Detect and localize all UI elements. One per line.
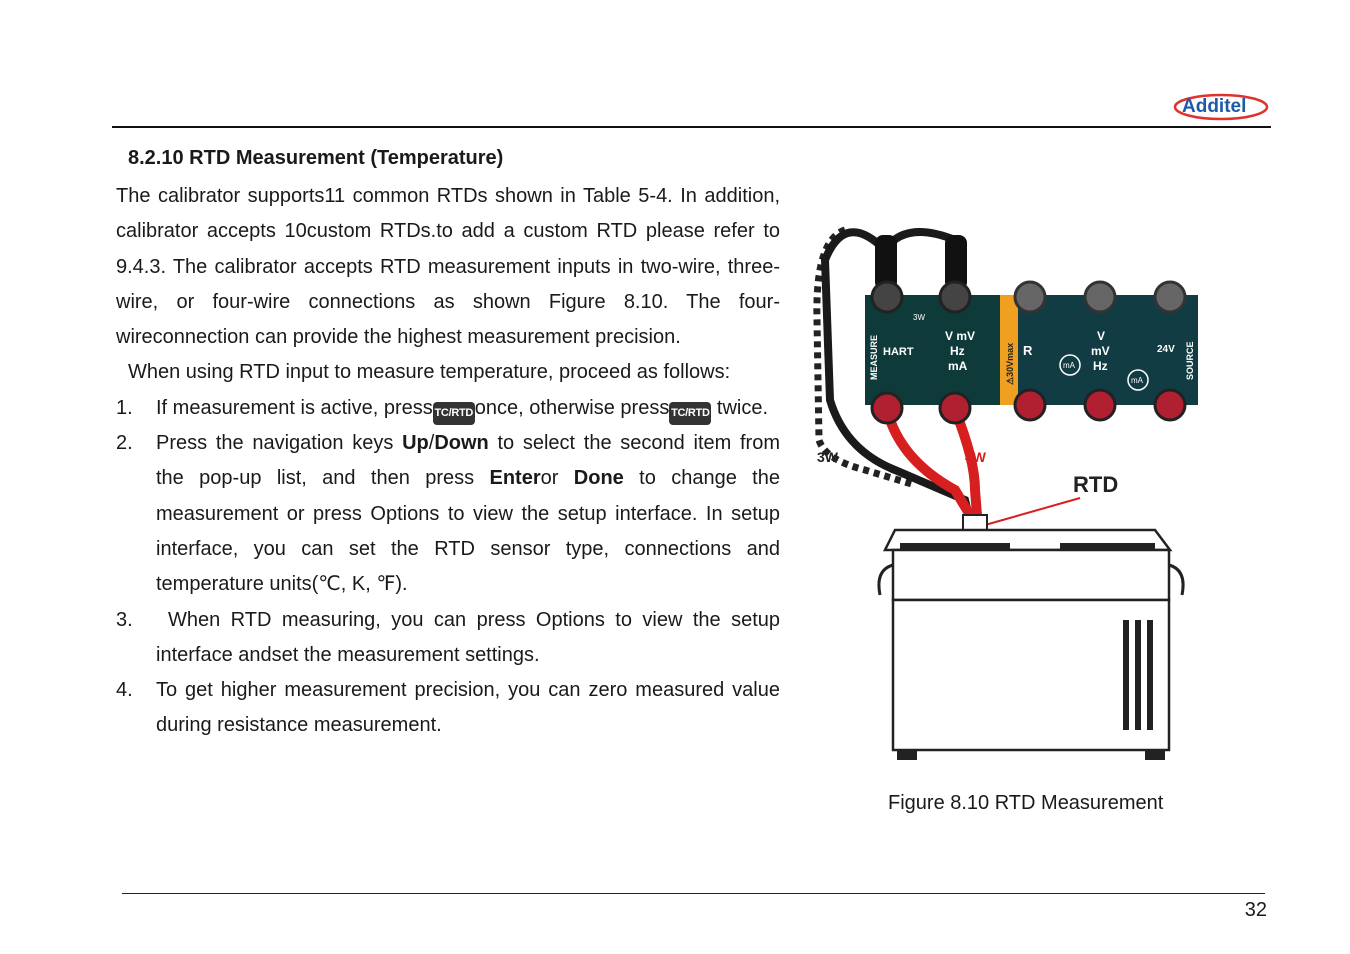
- step-number: 2.: [116, 432, 133, 455]
- warning-strip: [1000, 295, 1018, 405]
- step-fragment: twice.: [716, 396, 769, 419]
- 3w-wire-label: 3W: [817, 449, 839, 465]
- warning-label: ⚠30Vmax: [1005, 343, 1015, 385]
- handle: [877, 563, 894, 596]
- step-number: 3.: [116, 608, 133, 631]
- terminal: [870, 391, 904, 425]
- terminal: [938, 391, 972, 425]
- enter-key-label: Enter: [489, 467, 541, 490]
- calibrator-detail: [1060, 543, 1155, 549]
- step-fragment: to select the second item from the pop-u…: [156, 432, 781, 490]
- measure-label: MEASURE: [869, 335, 879, 380]
- 4w-wire-label: 4W: [965, 449, 987, 465]
- step-text: To get higher measurement precision, you…: [156, 679, 780, 737]
- step-fragment: once, otherwise press: [474, 396, 670, 419]
- hart-label: HART: [883, 346, 914, 358]
- source-label: SOURCE: [1185, 341, 1195, 380]
- plug: [875, 235, 897, 290]
- 24v-label: 24V: [1157, 344, 1175, 355]
- foot: [897, 750, 917, 760]
- step-number: 1.: [116, 396, 133, 419]
- body-text: The calibrator supports11 common RTDs sh…: [116, 179, 780, 744]
- dashed-cable: [813, 226, 917, 489]
- rtd-label: RTD: [1073, 472, 1118, 497]
- ma-label: mA: [948, 359, 968, 373]
- foot: [1145, 750, 1165, 760]
- terminal: [1013, 280, 1047, 314]
- page-number: 32: [1244, 899, 1267, 921]
- down-key-label: Down: [434, 432, 489, 455]
- list-item: 3. When RTD measuring, you can press Opt…: [116, 603, 780, 674]
- tc-rtd-key-icon: TC/RTD: [669, 401, 712, 425]
- step-fragment: /: [428, 432, 435, 455]
- lead-paragraph: When using RTD input to measure temperat…: [128, 361, 731, 384]
- list-item: 2. Press the navigation keys Up/Down to …: [116, 426, 780, 602]
- ma-source-label: mA: [1131, 376, 1144, 385]
- calibrator-panel: [891, 548, 1171, 602]
- rtd-pointer-line: [984, 497, 1081, 526]
- rtd-connection-figure: MEASURE HART 3W V mV Hz mA ⚠30Vmax R mA …: [813, 226, 1198, 760]
- terminal: [870, 280, 904, 314]
- terminal: [938, 280, 972, 314]
- ma-meter-icon: [1059, 354, 1081, 376]
- step-number: 4.: [116, 679, 133, 702]
- 3w-panel-label: 3W: [913, 313, 925, 322]
- tc-rtd-key-icon: TC/RTD: [432, 401, 475, 425]
- vent-grille: [1123, 620, 1153, 730]
- figure-caption: Figure 8.10 RTD Measurement: [888, 792, 1164, 814]
- step-text: When RTD measuring, you can press Option…: [156, 608, 780, 666]
- terminal: [1013, 388, 1047, 422]
- step-fragment: Press the navigation keys: [156, 432, 403, 455]
- terminal: [1153, 388, 1187, 422]
- black-cable: [820, 228, 974, 521]
- terminal: [1083, 388, 1117, 422]
- r-label: R: [1023, 343, 1033, 358]
- mv-label: mV: [1091, 344, 1110, 358]
- step-fragment: If measurement is active, press: [156, 396, 433, 419]
- done-key-label: Done: [573, 467, 624, 490]
- v-mv-label: V mV: [945, 329, 975, 343]
- section-heading: 8.2.10 RTD Measurement (Temperature): [128, 147, 504, 169]
- intro-paragraph: The calibrator supports11 common RTDs sh…: [116, 185, 780, 349]
- hz-label: Hz: [950, 344, 965, 358]
- additel-logo: Additel: [1173, 93, 1269, 121]
- list-item: 4. To get higher measurement precision, …: [116, 673, 780, 744]
- logo-text: Additel: [1182, 96, 1246, 117]
- terminal: [1153, 280, 1187, 314]
- step-fragment: to change the measurement or press Optio…: [156, 467, 780, 596]
- v-label: V: [1097, 329, 1105, 343]
- calibrator-detail: [900, 543, 1010, 549]
- terminal: [1083, 280, 1117, 314]
- footer-rule: [122, 893, 1265, 894]
- up-key-label: Up: [402, 432, 429, 455]
- step-fragment: or: [540, 467, 574, 490]
- ma-meter-label: mA: [1063, 361, 1076, 370]
- plug: [945, 235, 967, 290]
- hz2-label: Hz: [1093, 359, 1108, 373]
- ma-source-icon: [1127, 369, 1149, 391]
- handle: [1168, 563, 1185, 596]
- header-rule: [112, 126, 1271, 128]
- step-text: Press the navigation keys Up/Down to sel…: [156, 426, 780, 602]
